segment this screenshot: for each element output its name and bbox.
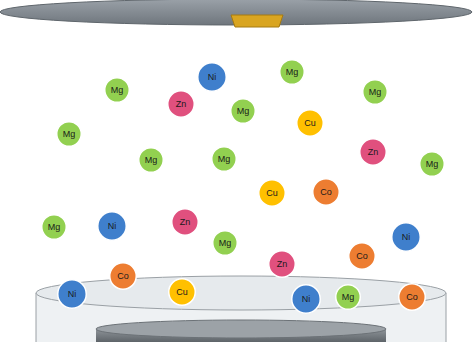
particle-circle: Mg xyxy=(104,77,130,103)
particle-circle: Co xyxy=(348,242,376,270)
particle-circle: Ni xyxy=(97,211,127,241)
particle-circle: Cu xyxy=(168,278,196,306)
circle-outline xyxy=(360,139,387,166)
element-symbol: Mg xyxy=(218,155,231,164)
element-symbol: Mg xyxy=(219,239,232,248)
element-symbol: Mg xyxy=(145,156,158,165)
circle-outline xyxy=(168,91,195,118)
particle-circle: Co xyxy=(109,262,137,290)
particle-circle: Zn xyxy=(268,250,296,278)
circle-outline xyxy=(313,179,340,206)
circle-outline xyxy=(213,231,238,256)
particle-circle: Zn xyxy=(171,208,199,236)
circle-outline xyxy=(420,152,445,177)
particle-circle: Mg xyxy=(212,230,238,256)
particle-circle: Mg xyxy=(362,79,388,105)
element-symbol: Ni xyxy=(402,233,411,242)
particle-circle: Ni xyxy=(57,279,87,309)
particle-circle: Cu xyxy=(258,179,286,207)
circle-outline xyxy=(169,279,196,306)
particle-circle: Mg xyxy=(230,98,256,124)
circle-outline xyxy=(363,80,388,105)
particle-circle: Ni xyxy=(391,222,421,252)
circle-outline xyxy=(42,215,67,240)
circle-outline xyxy=(292,285,321,314)
circle-outline xyxy=(110,263,137,290)
element-symbol: Mg xyxy=(369,88,382,97)
element-symbol: Mg xyxy=(48,223,61,232)
element-symbol: Mg xyxy=(111,86,124,95)
circle-outline xyxy=(172,209,199,236)
element-symbol: Mg xyxy=(237,107,250,116)
element-symbol: Co xyxy=(117,272,129,281)
circle-outline xyxy=(269,251,296,278)
element-symbol: Ni xyxy=(302,295,311,304)
particle-circle: Zn xyxy=(359,138,387,166)
element-symbol: Zn xyxy=(277,260,288,269)
circle-outline xyxy=(139,148,164,173)
element-symbol: Zn xyxy=(180,218,191,227)
particle-circle: Mg xyxy=(419,151,445,177)
element-symbol: Co xyxy=(320,188,332,197)
element-symbol: Ni xyxy=(208,73,217,82)
particle-circle: Mg xyxy=(335,284,361,310)
element-symbol: Co xyxy=(356,252,368,261)
circle-outline xyxy=(231,99,256,124)
element-symbol: Ni xyxy=(108,222,117,231)
circle-outline xyxy=(336,285,361,310)
particle-circle: Mg xyxy=(211,146,237,172)
particle-circle: Mg xyxy=(41,214,67,240)
circle-outline xyxy=(349,243,376,270)
particle-circle: Mg xyxy=(138,147,164,173)
target-top xyxy=(96,320,386,338)
element-symbol: Ni xyxy=(68,290,77,299)
particle-circle: Cu xyxy=(296,109,324,137)
circle-outline xyxy=(57,122,82,147)
element-symbol: Cu xyxy=(304,119,316,128)
element-symbol: Mg xyxy=(63,130,76,139)
particle-circle: Mg xyxy=(279,59,305,85)
crucible-rim xyxy=(36,276,446,310)
particle-circle: Ni xyxy=(197,62,227,92)
circle-outline xyxy=(259,180,286,207)
element-symbol: Cu xyxy=(176,288,188,297)
circle-outline xyxy=(198,63,227,92)
element-symbol: Mg xyxy=(286,68,299,77)
circle-outline xyxy=(58,280,87,309)
circle-outline xyxy=(297,110,324,137)
element-symbol: Zn xyxy=(368,148,379,157)
circle-outline xyxy=(392,223,421,252)
element-symbol: Co xyxy=(406,293,418,302)
element-symbol: Cu xyxy=(266,189,278,198)
substrate xyxy=(231,15,283,27)
particle-circle: Ni xyxy=(291,284,321,314)
element-symbol: Mg xyxy=(342,293,355,302)
circle-outline xyxy=(105,78,130,103)
circle-outline xyxy=(98,212,127,241)
circle-outline xyxy=(399,284,426,311)
particle-circle: Mg xyxy=(56,121,82,147)
particle-circle: Zn xyxy=(167,90,195,118)
particle-circle: Co xyxy=(312,178,340,206)
particle-circle: Co xyxy=(398,283,426,311)
circle-outline xyxy=(212,147,237,172)
element-symbol: Zn xyxy=(176,100,187,109)
circle-outline xyxy=(280,60,305,85)
element-symbol: Mg xyxy=(426,160,439,169)
